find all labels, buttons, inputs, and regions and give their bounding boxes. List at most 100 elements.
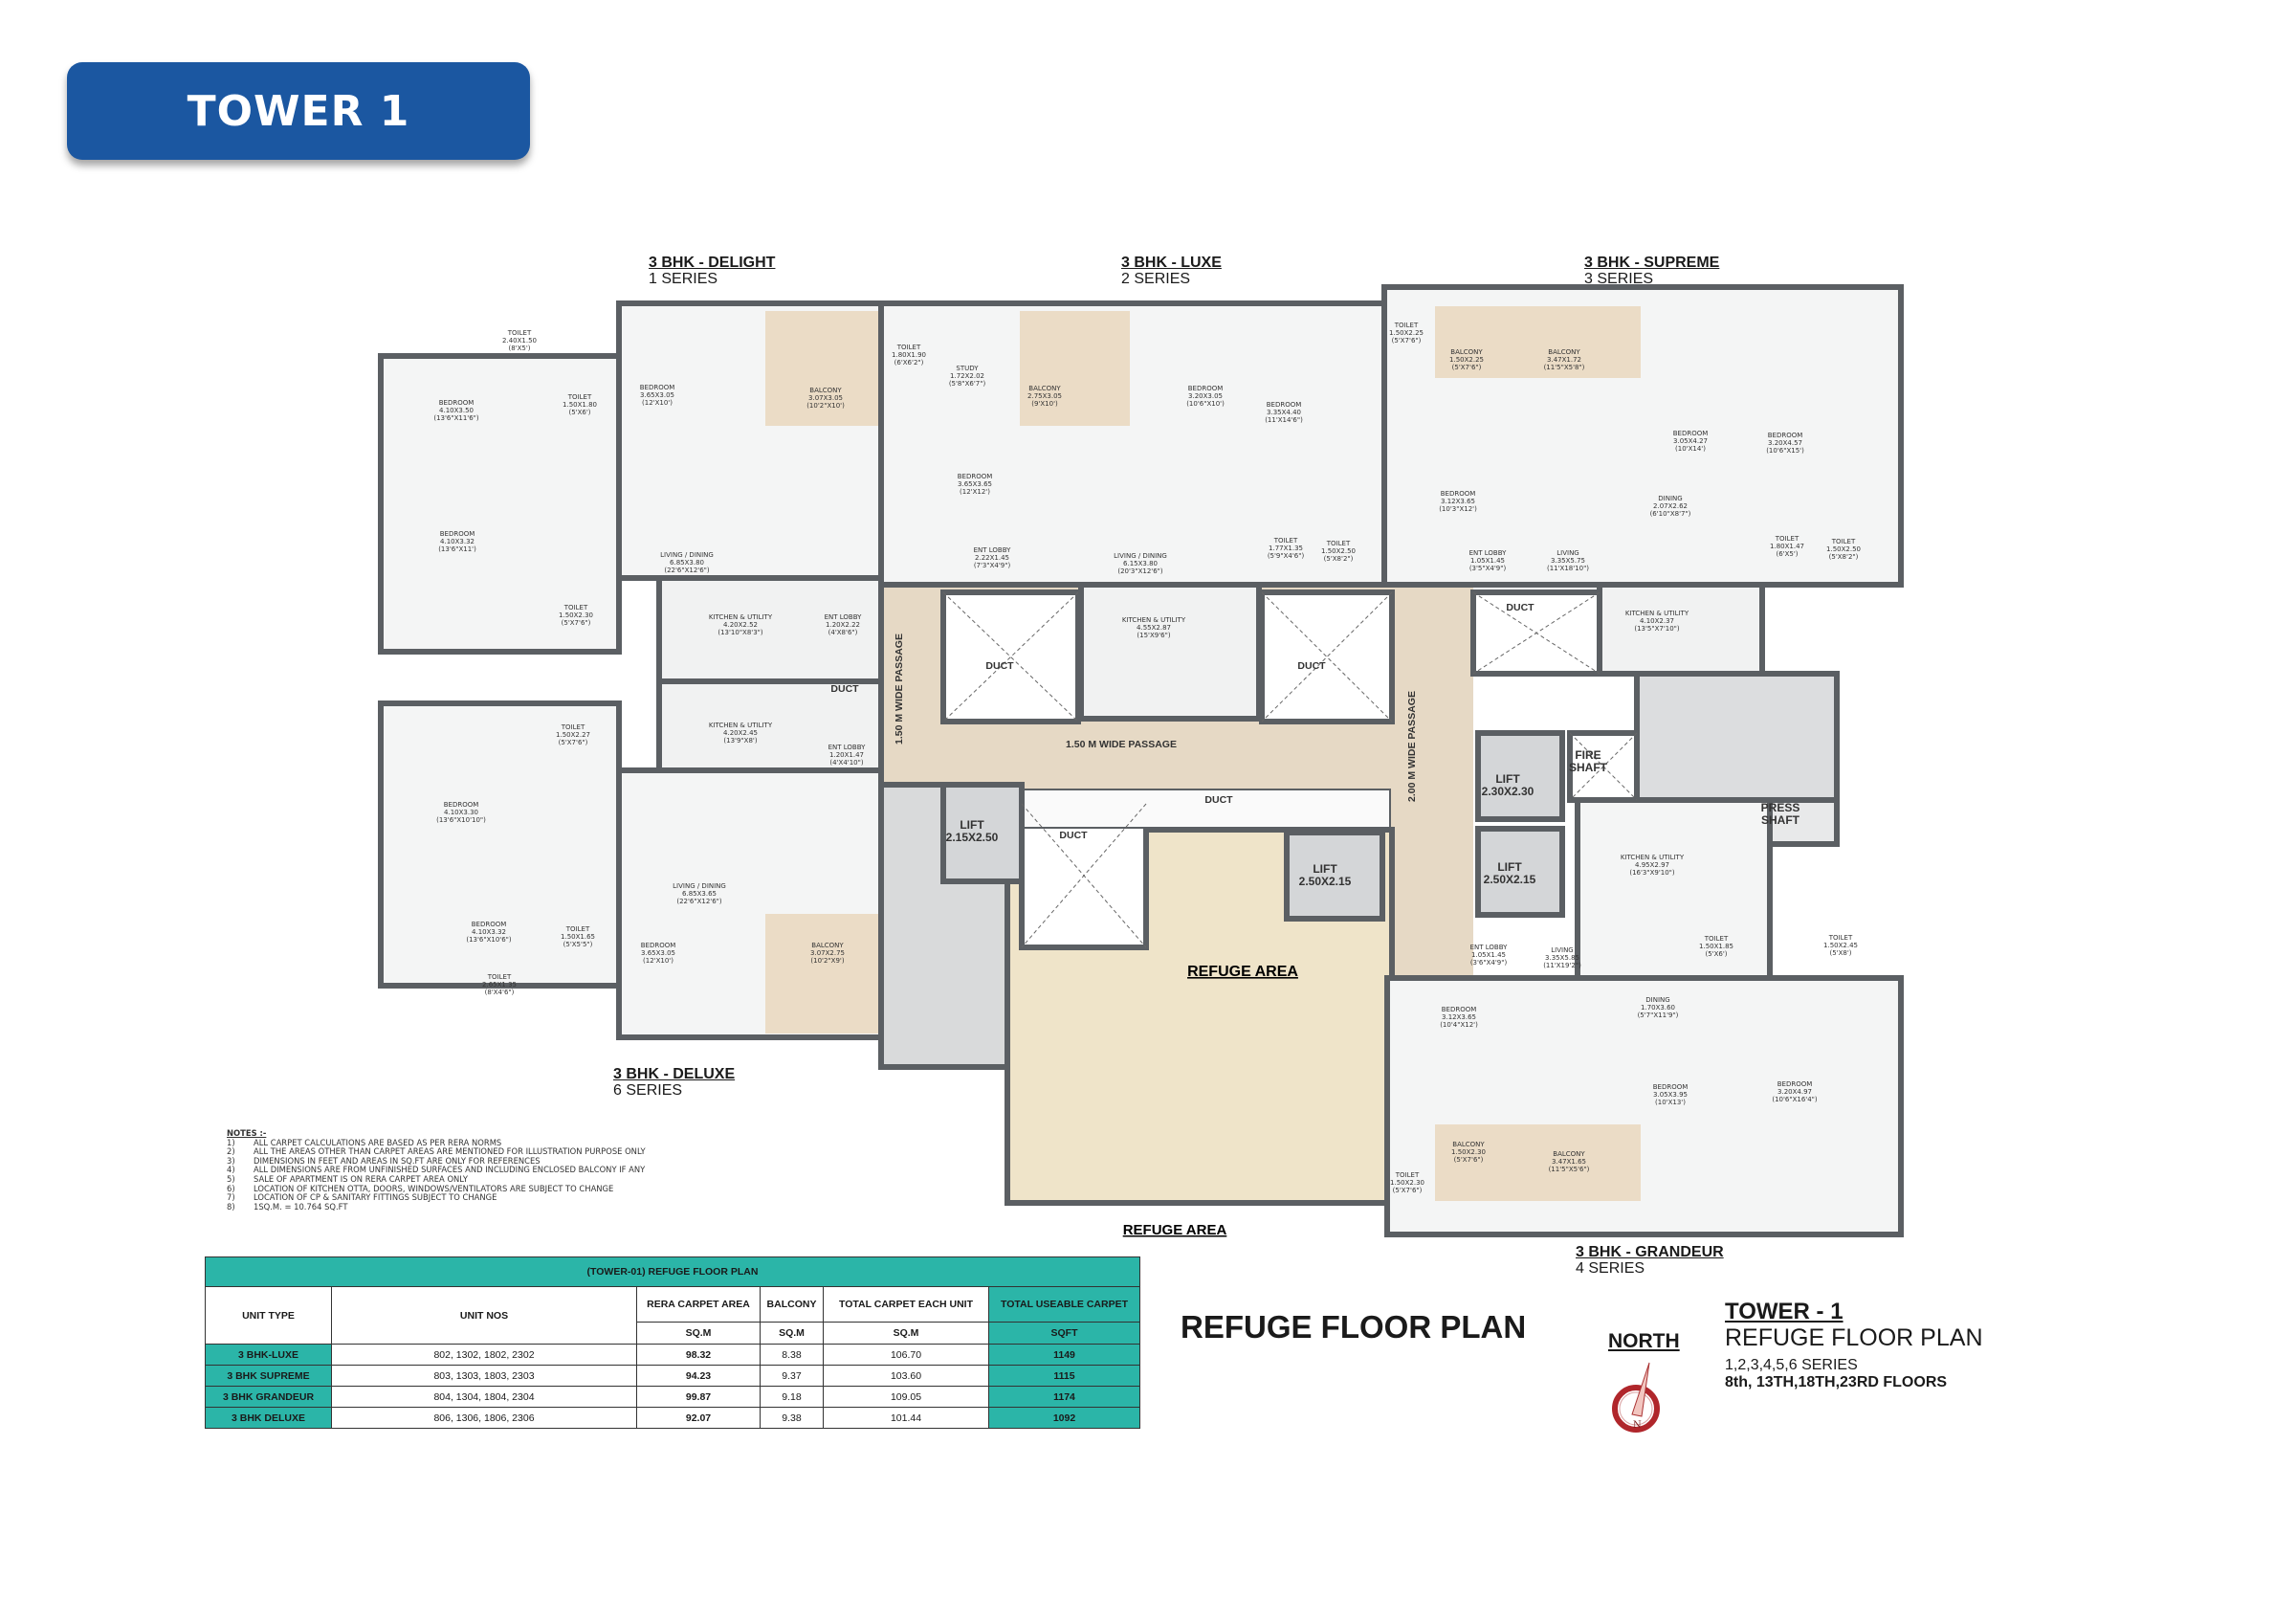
- room-size: 3.07X3.05: [808, 394, 843, 402]
- room-size: 1.80X1.47: [1770, 543, 1804, 550]
- room-size: 1.50X2.27: [556, 731, 590, 739]
- room-ft: (5'X8'2"): [1324, 555, 1354, 563]
- room-ft: (3'6"X4'9"): [1470, 959, 1508, 967]
- room-name: BEDROOM: [640, 384, 675, 391]
- room-name: BEDROOM: [472, 921, 507, 928]
- table-cell: 3 BHK GRANDEUR: [205, 1386, 332, 1408]
- room-size: 4.10X3.32: [472, 928, 506, 936]
- lift-box: [1284, 830, 1385, 922]
- room-name: LIVING / DINING: [660, 551, 714, 559]
- room-size: 1.77X1.35: [1269, 545, 1303, 552]
- room-ft: (5'X8'2"): [1829, 553, 1859, 561]
- tower-name: TOWER - 1: [1725, 1299, 1843, 1324]
- core-label: 1.50 M WIDE PASSAGE: [1066, 739, 1177, 750]
- room-size: 1.05X1.45: [1471, 951, 1506, 959]
- room-size: 1.50X2.25: [1389, 329, 1424, 337]
- table-cell: 98.32: [636, 1344, 761, 1366]
- room-ft: (12'X10'): [643, 957, 673, 965]
- room-size: 1.50X1.80: [563, 401, 597, 409]
- core-label: DUCT: [1506, 602, 1534, 613]
- core-label-line: DUCT: [985, 660, 1014, 672]
- area-table: (TOWER-01) REFUGE FLOOR PLAN UNIT TYPE U…: [205, 1256, 1140, 1429]
- room-name: BEDROOM: [641, 942, 676, 949]
- room-size: 1.50X2.30: [1390, 1179, 1424, 1187]
- core-label-line: LIFT: [960, 818, 984, 832]
- header-balcony: BALCONY: [760, 1286, 824, 1323]
- core-labels: DUCT DUCT DUCT 1.50 M WIDE PASSAGE 1.50 M WI…: [830, 602, 1799, 888]
- room-name: BEDROOM: [1673, 430, 1709, 437]
- table-cell: 1149: [988, 1344, 1140, 1366]
- core-label: DUCT: [1204, 794, 1233, 806]
- unit-name: 3 BHK - DELUXE: [613, 1066, 736, 1082]
- core-label-line: 2.00 M WIDE PASSAGE: [1406, 691, 1418, 802]
- room-size: 3.47X1.72: [1547, 356, 1581, 364]
- room-ft: (10'2"X9'): [810, 957, 844, 965]
- room-ft: (11'X14'6"): [1265, 416, 1303, 424]
- room-size: 1.50X2.50: [1321, 547, 1356, 555]
- room-size: 3.35X4.40: [1267, 409, 1301, 416]
- room-ft: (6'X5'): [1776, 550, 1798, 558]
- room-size: 4.10X3.32: [440, 538, 475, 545]
- table-cell: 9.37: [760, 1365, 824, 1387]
- room-name: BEDROOM: [440, 530, 475, 538]
- room-ft: (9'X10'): [1031, 400, 1058, 408]
- deluxe-unit-left: [378, 700, 622, 989]
- note-item: 3)DIMENSIONS IN FEET AND AREAS IN SQ.FT …: [227, 1155, 646, 1167]
- room-ft: (4'X8'6"): [828, 629, 858, 636]
- note-item: 8)1SQ.M. = 10.764 SQ.FT: [227, 1201, 646, 1212]
- room-size: 3.20X4.97: [1777, 1088, 1812, 1096]
- note-number: 1): [227, 1137, 235, 1147]
- room-size: 3.12X3.65: [1441, 498, 1475, 505]
- unit-sqm: SQ.M: [823, 1322, 989, 1345]
- room-size: 1.50X2.25: [1449, 356, 1484, 364]
- room-name: BEDROOM: [1653, 1083, 1689, 1091]
- notes-title: NOTES :-: [227, 1128, 267, 1138]
- room-ft: (12'X10'): [642, 399, 673, 407]
- note-number: 8): [227, 1201, 235, 1212]
- room-size: 1.72X2.02: [950, 372, 984, 380]
- room-ft: (5'X6'): [1705, 950, 1727, 958]
- room-ft: (11'X18'10"): [1547, 565, 1589, 572]
- core-label: 1.50 M WIDE PASSAGE: [894, 634, 905, 745]
- unit-series: 1 SERIES: [649, 271, 718, 287]
- room-size: 1.20X2.22: [826, 621, 860, 629]
- refuge-area-label: REFUGE AREA: [1187, 964, 1298, 980]
- note-text: ALL DIMENSIONS ARE FROM UNFINISHED SURFA…: [254, 1165, 646, 1175]
- core-label: DUCT: [985, 660, 1014, 672]
- table-cell: 1115: [988, 1365, 1140, 1387]
- core-label-line: DUCT: [1204, 794, 1233, 806]
- table-cell: 1174: [988, 1386, 1140, 1408]
- core-label: 2.00 M WIDE PASSAGE: [1406, 691, 1418, 802]
- room-name: TOILET: [1326, 540, 1351, 547]
- core-label-line: DUCT: [1506, 602, 1534, 613]
- note-text: DIMENSIONS IN FEET AND AREAS IN SQ.FT AR…: [254, 1155, 541, 1166]
- room-ft: (11'5"X5'6"): [1549, 1166, 1590, 1173]
- core-label-line: DUCT: [1059, 830, 1088, 841]
- room-ft: (13'10"X8'3"): [718, 629, 763, 636]
- room-size: 2.07X2.62: [1653, 502, 1688, 510]
- core-label: DUCT: [1297, 660, 1326, 672]
- header-rera-carpet: RERA CARPET AREA: [636, 1286, 761, 1323]
- room-size: 3.65X3.05: [640, 391, 674, 399]
- room-ft: (8'X4'6"): [485, 989, 515, 996]
- room-ft: (10'X14'): [1675, 445, 1706, 453]
- core-label-line: SHAFT: [1761, 813, 1800, 827]
